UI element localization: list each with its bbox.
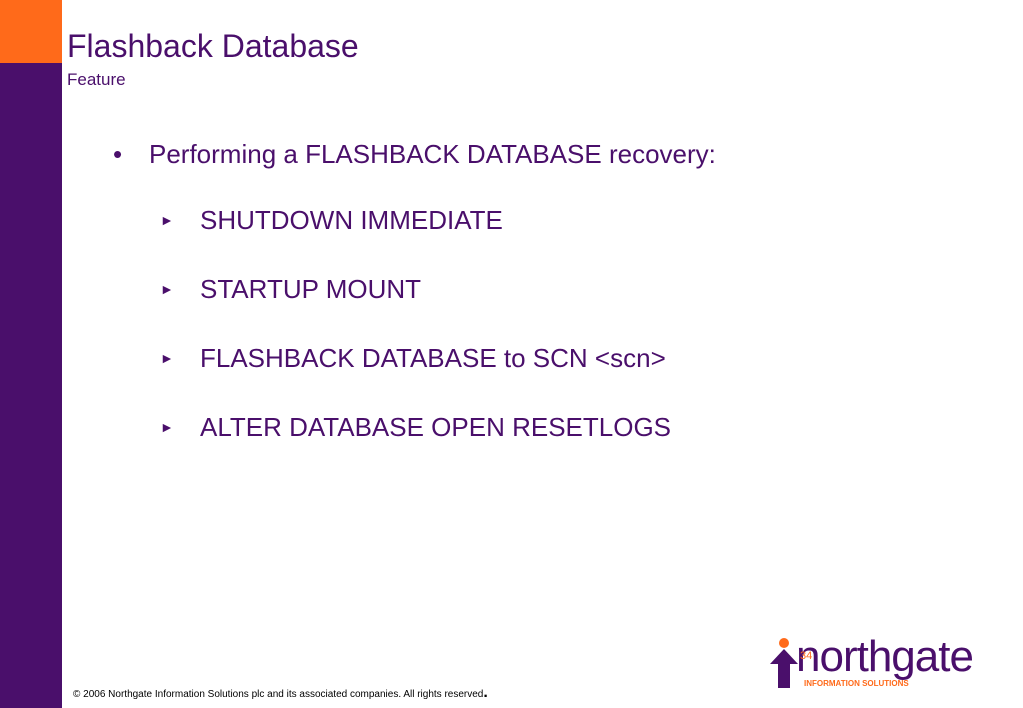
sub-bullet-item: ► STARTUP MOUNT: [160, 273, 671, 305]
sub-bullet-item: ► FLASHBACK DATABASE to SCN <scn>: [160, 342, 671, 374]
bullet-dot-icon: •: [113, 139, 123, 169]
footer-end-mark: .: [483, 684, 488, 701]
sub-bullet-item: ► ALTER DATABASE OPEN RESETLOGS: [160, 411, 671, 443]
slide-subtitle: Feature: [67, 70, 126, 89]
copyright-footer: © 2006 Northgate Information Solutions p…: [73, 684, 488, 702]
main-bullet: • Performing a FLASHBACK DATABASE recover…: [113, 138, 716, 170]
page-number: 34: [800, 650, 813, 662]
sub-bullet-text: SHUTDOWN IMMEDIATE: [200, 205, 503, 235]
left-sidebar-bar: [0, 0, 62, 708]
slide-title: Flashback Database: [67, 28, 359, 64]
sub-bullet-text: ALTER DATABASE OPEN RESETLOGS: [200, 412, 672, 442]
logo-tagline: INFORMATION SOLUTIONS: [804, 679, 909, 688]
sub-bullet-list: ► SHUTDOWN IMMEDIATE ► STARTUP MOUNT ► FLAS…: [160, 204, 671, 480]
triangle-right-icon: ►: [160, 350, 174, 367]
copyright-text: © 2006 Northgate Information Solutions p…: [73, 689, 484, 700]
sub-bullet-item: ► SHUTDOWN IMMEDIATE: [160, 204, 671, 236]
main-bullet-text: Performing a FLASHBACK DATABASE recovery…: [149, 139, 716, 169]
logo-person-arrow-icon: [770, 638, 798, 688]
sub-bullet-text: FLASHBACK DATABASE to SCN <scn>: [200, 343, 666, 373]
northgate-logo: northgate INFORMATION SOLUTIONS: [766, 632, 1006, 692]
triangle-right-icon: ►: [160, 212, 174, 229]
corner-accent-block: [0, 0, 62, 63]
logo-wordmark: northgate: [796, 632, 974, 681]
triangle-right-icon: ►: [160, 419, 174, 436]
triangle-right-icon: ►: [160, 281, 174, 298]
sub-bullet-text: STARTUP MOUNT: [200, 274, 422, 304]
